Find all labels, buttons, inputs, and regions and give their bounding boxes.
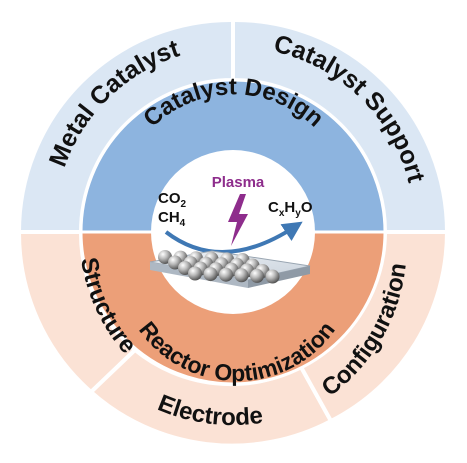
- catalyst-sphere: [234, 268, 249, 283]
- lightning-bolt-icon: [228, 194, 248, 246]
- catalyst-sphere: [250, 268, 264, 283]
- catalyst-particles: [158, 250, 280, 284]
- catalyst-sphere: [188, 266, 202, 281]
- reaction-arrow: [164, 221, 303, 255]
- catalyst-sphere: [219, 267, 233, 282]
- product-cxhyo: CxHyO: [268, 199, 313, 219]
- reactant-co2: CO2: [158, 190, 187, 210]
- catalyst-sphere: [265, 269, 280, 284]
- plasma-label: Plasma: [212, 174, 265, 191]
- catalyst-sphere: [203, 267, 218, 282]
- reactant-ch4: CH4: [158, 209, 186, 229]
- center-illustration: Plasma CO2 CH4 CxHyO: [149, 174, 313, 288]
- outer-ring: [16, 17, 450, 448]
